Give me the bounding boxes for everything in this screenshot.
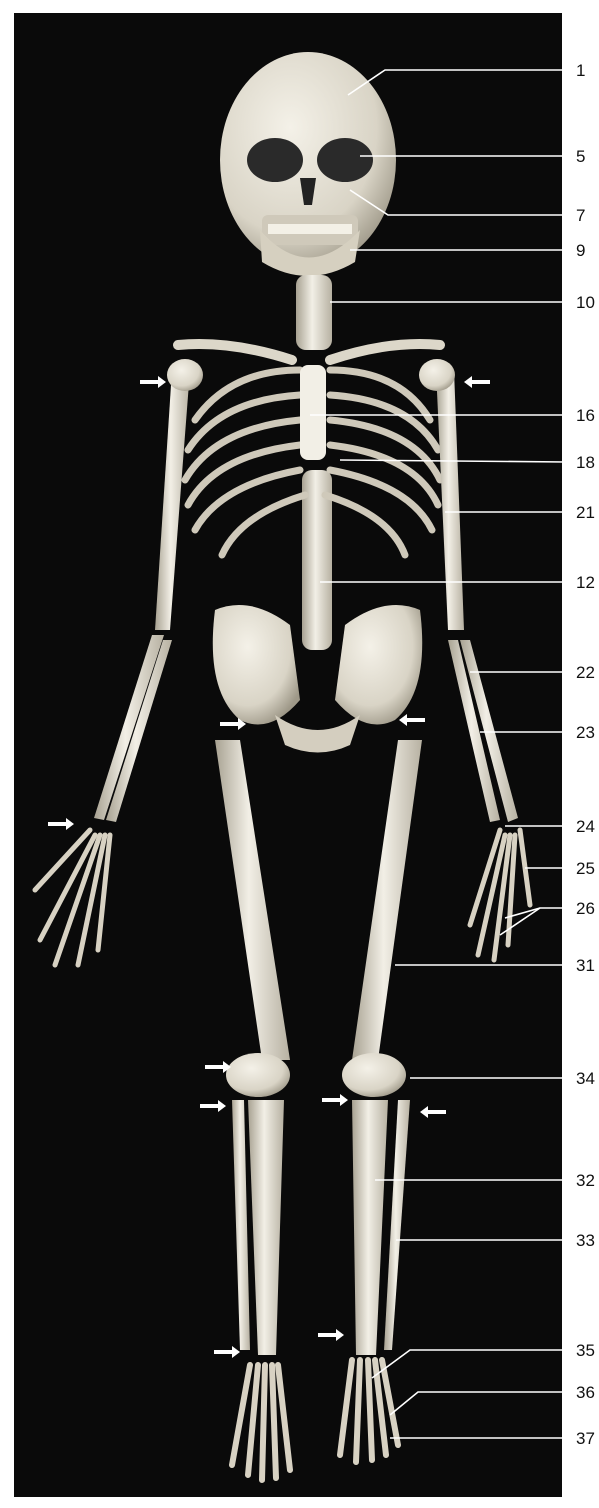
left-orbit (247, 138, 303, 182)
left-femur (215, 740, 290, 1060)
label-18: 18 (576, 454, 595, 471)
label-16: 16 (576, 407, 595, 424)
right-femur (352, 740, 422, 1060)
hands (35, 830, 530, 965)
label-33: 33 (576, 1232, 595, 1249)
sternum (300, 365, 326, 460)
label-5: 5 (576, 148, 585, 165)
skull (220, 52, 396, 276)
label-22: 22 (576, 664, 595, 681)
label-37: 37 (576, 1430, 595, 1447)
label-35: 35 (576, 1342, 595, 1359)
left-humerus (155, 370, 190, 630)
label-32: 32 (576, 1172, 595, 1189)
leader-lines (310, 70, 566, 1438)
legs (215, 740, 422, 1355)
label-21: 21 (576, 504, 595, 521)
label-24: 24 (576, 818, 595, 835)
spine (296, 275, 332, 650)
label-36: 36 (576, 1384, 595, 1401)
label-9: 9 (576, 242, 585, 259)
label-25: 25 (576, 860, 595, 877)
label-1: 1 (576, 62, 585, 79)
label-12: 12 (576, 574, 595, 591)
label-26: 26 (576, 900, 595, 917)
label-10: 10 (576, 294, 595, 311)
label-34: 34 (576, 1070, 595, 1087)
label-7: 7 (576, 207, 585, 224)
label-31: 31 (576, 957, 595, 974)
right-orbit (317, 138, 373, 182)
right-humerus (436, 370, 464, 630)
label-23: 23 (576, 724, 595, 741)
